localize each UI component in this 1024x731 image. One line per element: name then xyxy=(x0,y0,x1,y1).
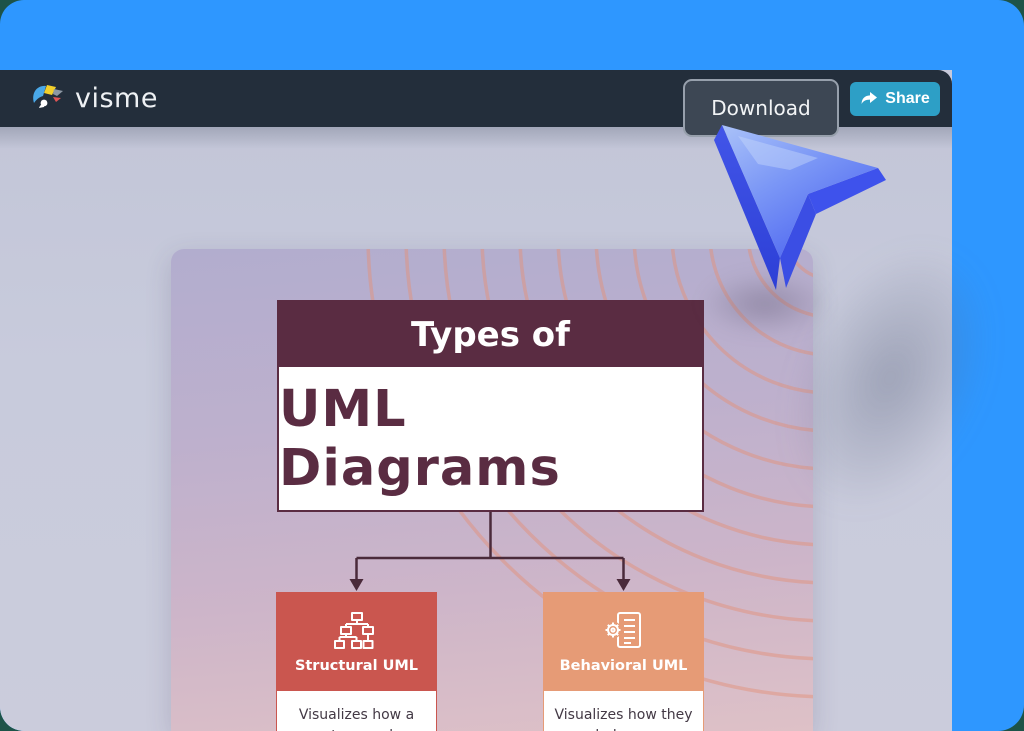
behavioral-node-header: Behavioral UML xyxy=(544,593,703,691)
download-button-label: Download xyxy=(711,96,811,120)
visme-pinwheel-icon xyxy=(33,85,63,108)
share-button-label: Share xyxy=(885,90,930,107)
app-window: visme Download Share xyxy=(0,70,952,731)
behavioral-node-description: Visualizes how they behave. xyxy=(544,691,703,731)
poster-canvas[interactable]: Types of UML Diagrams xyxy=(171,249,813,731)
share-button[interactable]: Share xyxy=(850,82,940,116)
visme-logo-text: visme xyxy=(75,82,158,114)
editor-workspace: Types of UML Diagrams xyxy=(0,127,952,731)
behavioral-node-label: Behavioral UML xyxy=(559,657,688,674)
document-gear-icon xyxy=(604,611,641,648)
structural-node-description: Visualizes how a system works xyxy=(277,691,436,731)
diagram-node-behavioral[interactable]: Behavioral UML Visualizes how they behav… xyxy=(543,592,704,731)
diagram-title-top: Types of xyxy=(279,302,702,367)
visme-logo[interactable]: visme xyxy=(30,81,158,115)
diagram-title-main: UML Diagrams xyxy=(279,367,702,510)
diagram-title-node[interactable]: Types of UML Diagrams xyxy=(277,300,704,512)
share-arrow-icon xyxy=(861,92,878,104)
structural-node-header: Structural UML xyxy=(277,593,436,691)
header-bar: visme Download Share xyxy=(0,70,952,137)
diagram-node-structural[interactable]: Structural UML Visualizes how a system w… xyxy=(276,592,437,731)
org-chart-icon xyxy=(333,611,374,649)
structural-node-label: Structural UML xyxy=(294,657,419,674)
download-button[interactable]: Download xyxy=(683,79,839,137)
